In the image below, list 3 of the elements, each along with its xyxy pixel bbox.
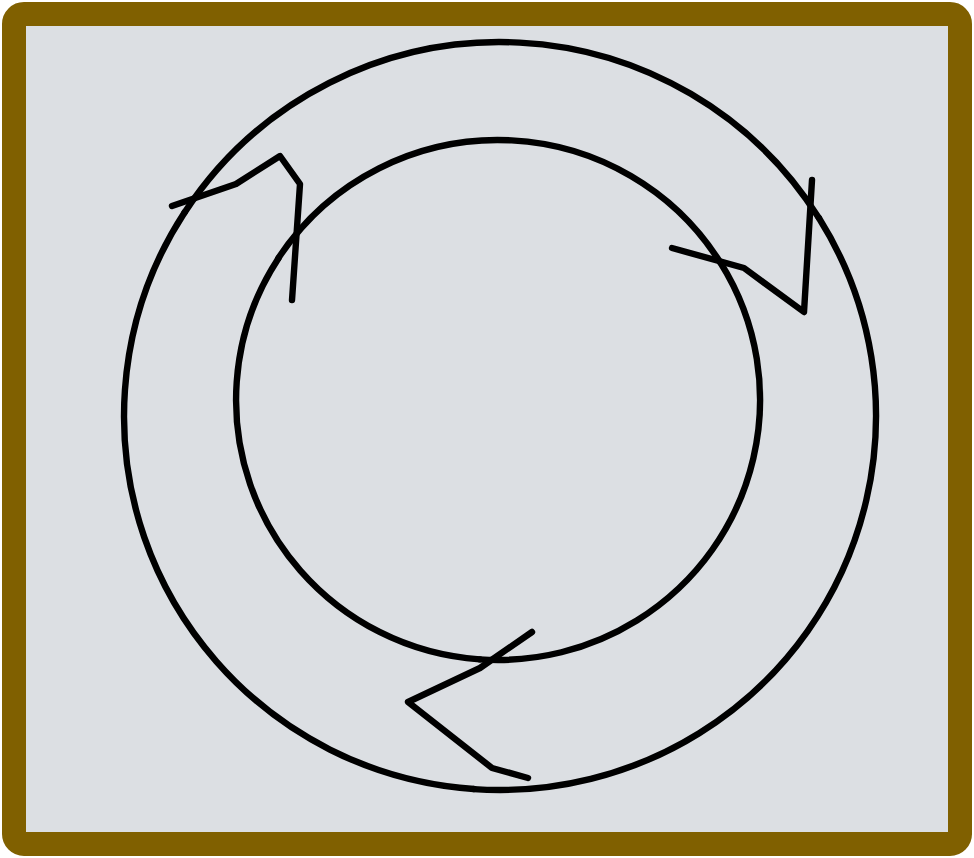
- ring-segment: [181, 39, 823, 316]
- ring-segment: [121, 152, 483, 793]
- ring-segment: [404, 214, 880, 794]
